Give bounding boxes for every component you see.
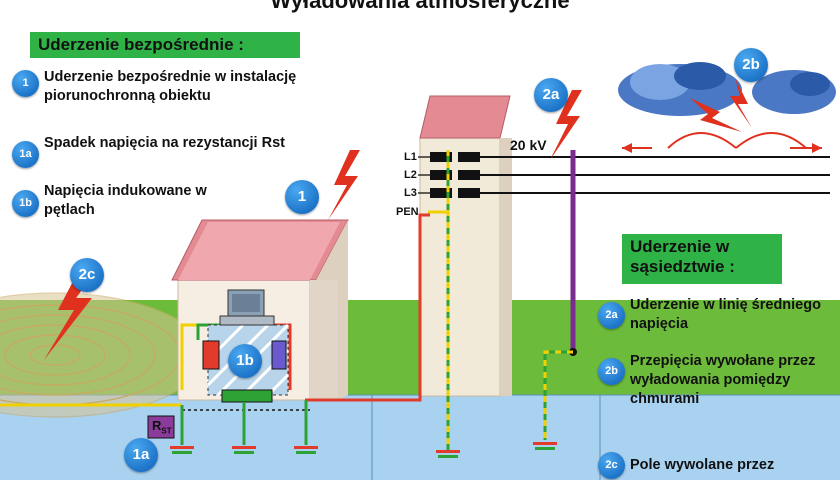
transformer-station [419, 95, 512, 397]
badge-1: 1 [12, 70, 39, 97]
direct-strike-header: Uderzenie bezpośrednie : [30, 32, 300, 58]
rst-label: RST [152, 418, 172, 436]
conductor-l3: L3 [404, 187, 417, 199]
mv-lines [480, 156, 830, 194]
pen-conductor [428, 150, 450, 450]
nearby-strike-header: Uderzenie w sąsiedztwie : [622, 234, 782, 284]
marker-2c: 2c [70, 258, 104, 292]
marker-2b: 2b [734, 48, 768, 82]
direct-item-1: Uderzenie bezpośrednie w instalację pior… [44, 69, 297, 104]
cloud-left [618, 62, 742, 116]
conductor-l1: L1 [404, 151, 417, 163]
red-feeder [305, 213, 430, 402]
conductor-l2: L2 [404, 169, 417, 181]
nearby-item-2b: Przepięcia wywołane przez wyładowania po… [630, 353, 816, 407]
badge-1b: 1b [12, 190, 39, 217]
cloud-arcs [622, 132, 822, 149]
voltage-label: 20 kV [510, 137, 547, 153]
page-title: Wyładowania atmosferyczne [270, 0, 570, 13]
computer [219, 289, 275, 326]
marker-1a: 1a [124, 438, 158, 472]
lv-lines [418, 156, 430, 194]
transformer-windings [430, 152, 480, 198]
conductor-pen: PEN [396, 206, 419, 218]
earth-bar [221, 389, 273, 403]
marker-1b: 1b [228, 344, 262, 378]
cloud-right [752, 70, 836, 114]
direct-item-1a: Spadek napięcia na rezystancji Rst [44, 135, 285, 151]
badge-2c: 2c [598, 452, 625, 479]
direct-item-1b: Napięcia indukowane w pętlach [44, 183, 207, 218]
badge-1a: 1a [12, 141, 39, 168]
badge-2a: 2a [598, 302, 625, 329]
device-red [202, 340, 220, 370]
earth-rods [170, 400, 557, 458]
rst-resistor [147, 415, 175, 439]
lightning-bolts [44, 78, 752, 360]
nearby-item-2a: Uderzenie w linię średniego napięcia [630, 297, 821, 332]
marker-2a: 2a [534, 78, 568, 112]
nearby-item-2c: Pole wywolane przez [630, 457, 775, 473]
marker-1: 1 [285, 180, 319, 214]
device-purple [271, 340, 287, 370]
badge-2b: 2b [598, 358, 625, 385]
